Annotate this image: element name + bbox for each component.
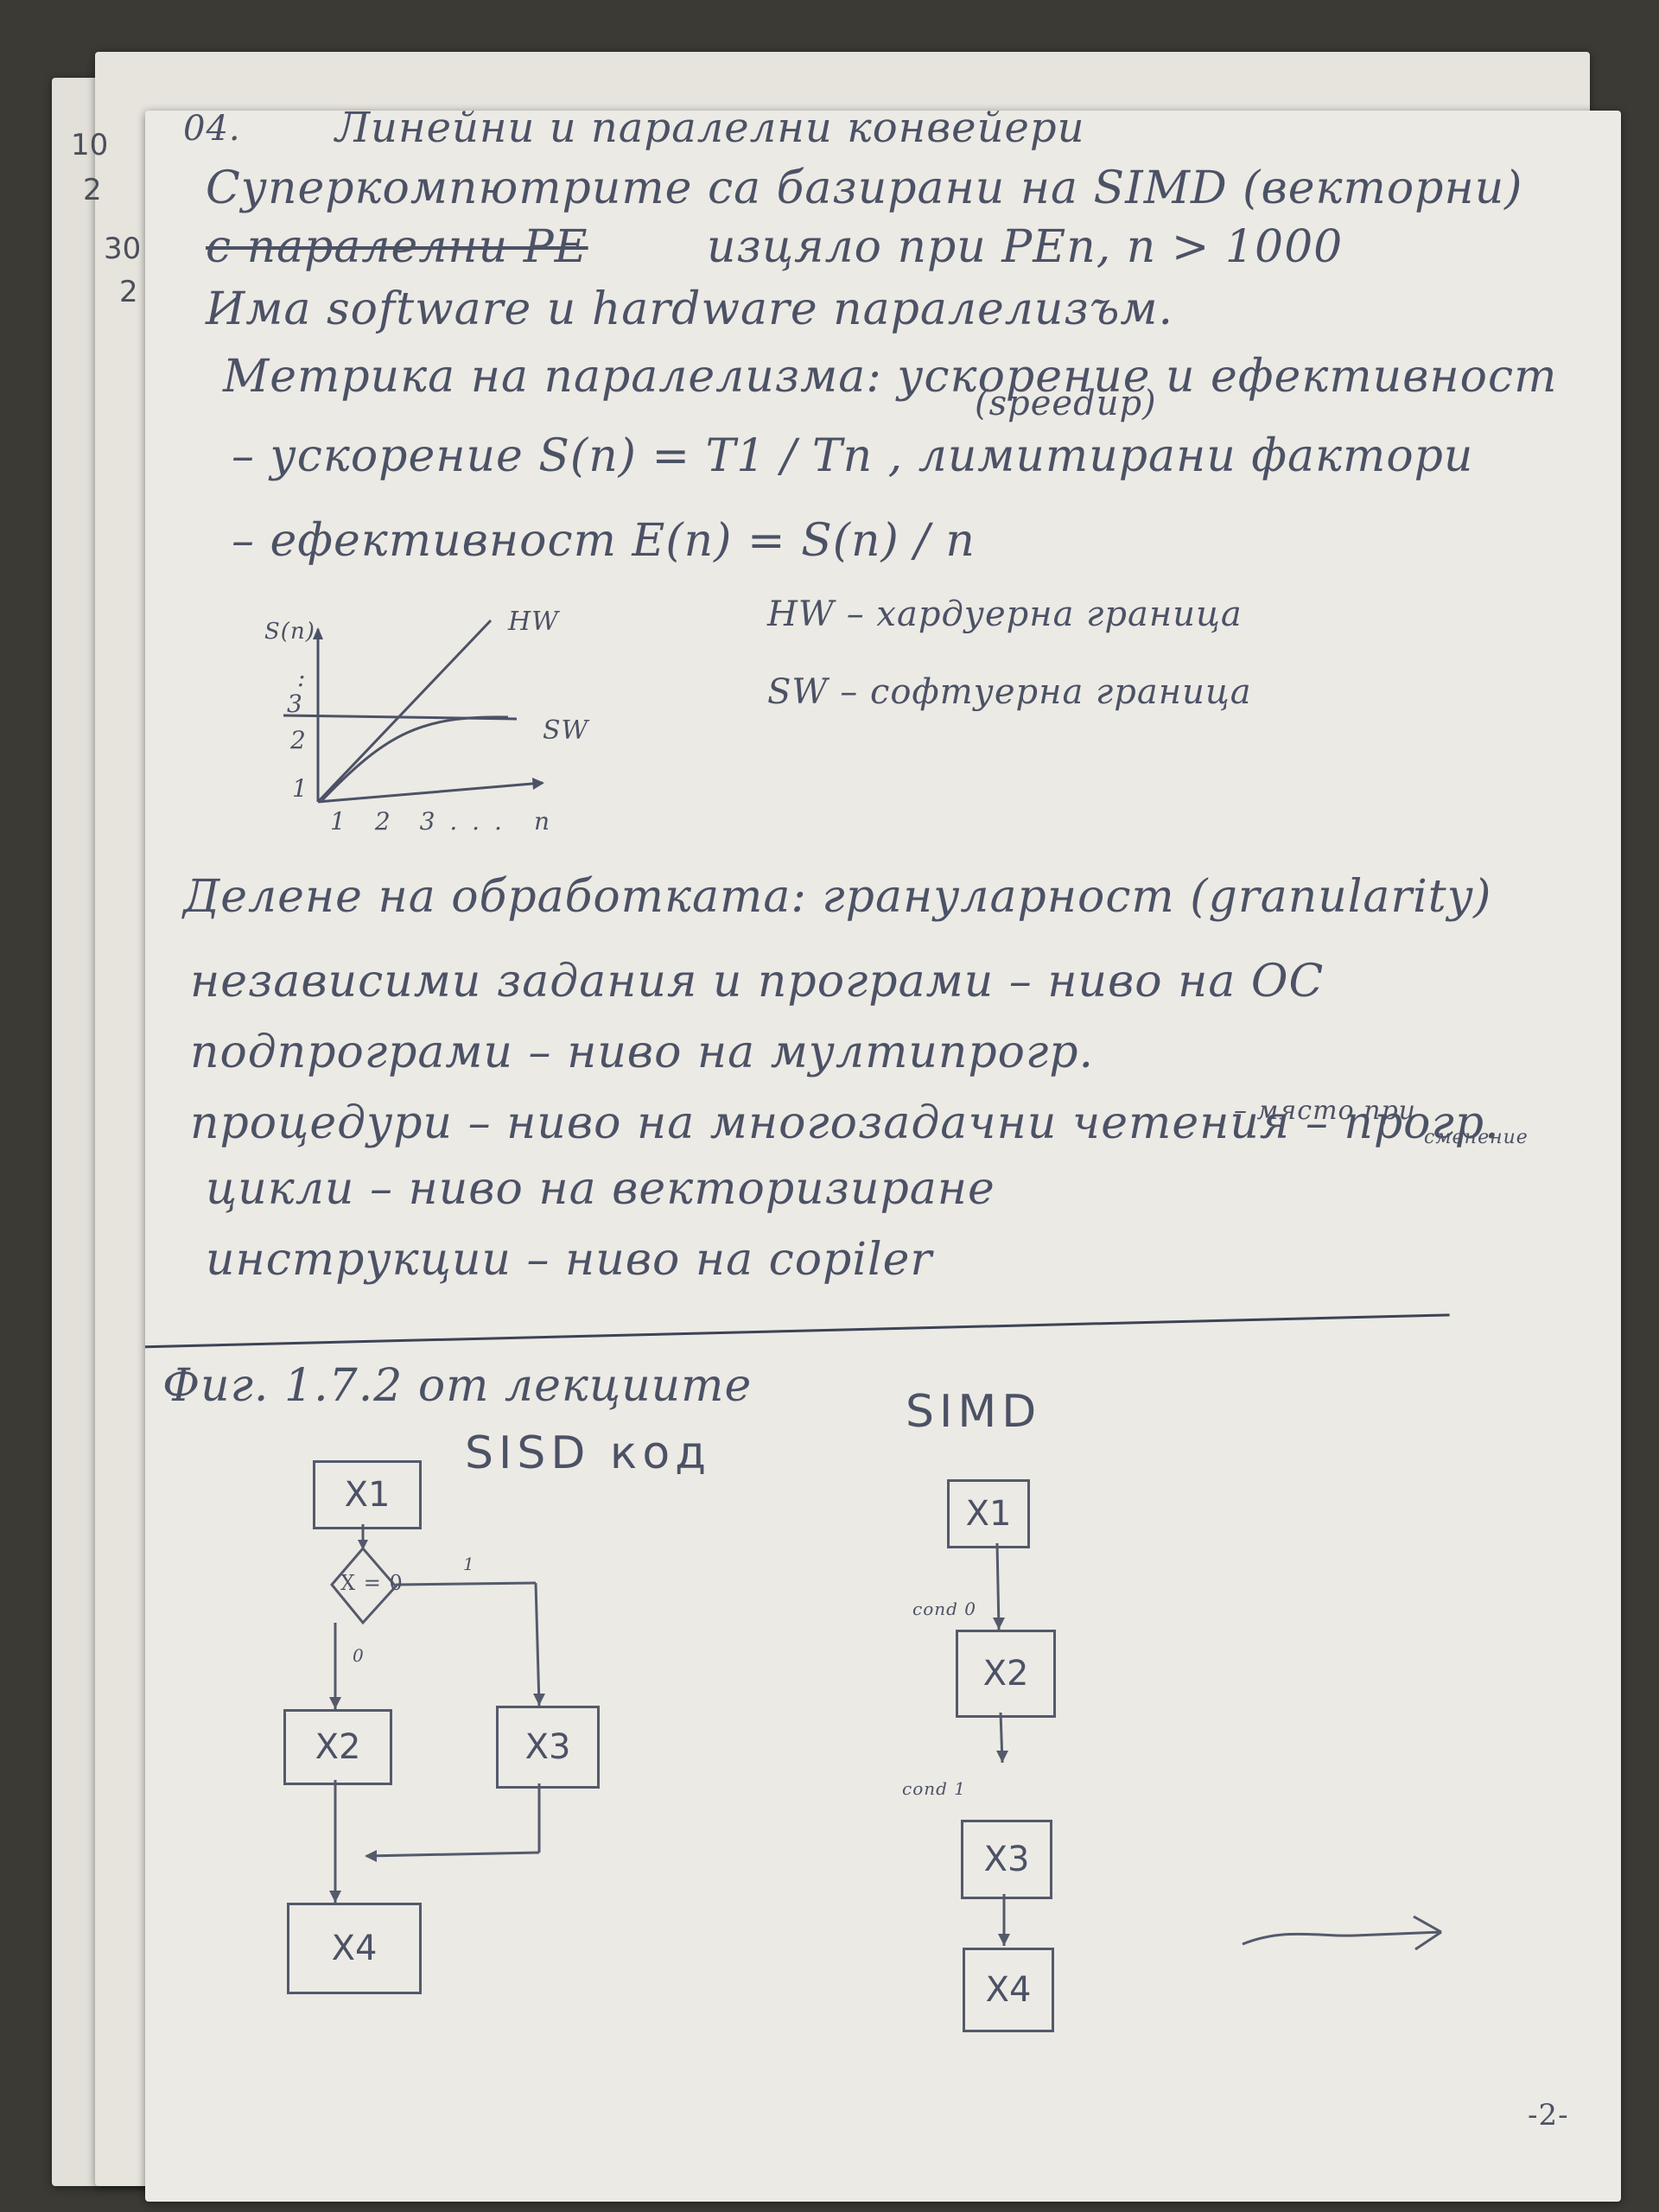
graph-y-tick: 2 [290,726,307,754]
sisd-box-x3: X3 [496,1706,600,1789]
x-axis [317,781,543,804]
graph-y-tick: 1 [292,774,308,803]
margin-note: 10 [71,128,109,162]
decision-label: X = 0 [340,1571,404,1595]
speedup-graph [283,619,544,804]
graph-y-tick: : [297,664,307,692]
decision-diamond [330,1546,398,1625]
margin-note: 2 [83,173,102,207]
y-axis-arrow [313,627,323,639]
granularity-item: цикли – ниво на векторизиране [206,1163,995,1215]
page-number: 04. [183,111,241,149]
margin-note: 30 [104,232,142,266]
branch-true-label: 1 [463,1554,475,1574]
sisd-box-x2: X2 [283,1709,392,1785]
granularity-note: сменение [1424,1127,1529,1148]
page-title: Линейни и паралелни конвейери [335,111,1085,152]
simd-box-x4: X4 [963,1948,1054,2032]
notebook-page: 04. Линейни и паралелни конвейери Суперк… [145,111,1621,2202]
note-line-struck: с паралелни PE [206,221,588,273]
note-line: Суперкомпютрите са базирани на SIMD (век… [206,162,1523,214]
note-line: (speedup) [975,384,1157,423]
note-line: Има software и hardware паралелизъм. [206,283,1174,335]
continue-arrow [1242,1930,1442,1946]
granularity-note: – място при [1234,1096,1416,1126]
footer-page-number: -2- [1528,2098,1569,2133]
note-line: Метрика на паралелизма: ускорение и ефек… [223,351,1558,403]
graph-y-tick: 3 [287,690,303,718]
x-axis-arrow [532,778,544,790]
note-line: HW – хардуерна граница [767,594,1243,634]
granularity-item: подпрограми – ниво на мултипрогр. [190,1027,1095,1078]
figure-caption: Фиг. 1.7.2 от лекциите [162,1360,753,1412]
sw-curve [321,715,509,802]
sisd-title: SISD код [465,1427,712,1479]
sisd-box-x4: X4 [287,1903,422,1994]
simd-box-x3: X3 [961,1820,1052,1899]
graph-hw-label: HW [508,607,559,637]
sisd-box-x1: X1 [313,1460,422,1529]
granularity-item: инструкции – ниво на copiler [206,1234,933,1286]
graph-sw-label: SW [543,715,589,746]
branch-false-label: 0 [353,1645,365,1666]
graph-x-label: n [534,807,551,836]
sisd-connectors [329,1524,545,1903]
simd-box-x2: X2 [956,1630,1056,1718]
note-line: изцяло при PEn, n > 1000 [707,221,1344,273]
note-line: – ускорение S(n) = T1 / Tn , лимитирани … [232,430,1474,482]
hw-line [316,619,493,804]
graph-y-label: S(n) [264,619,315,645]
simd-note: cond 1 [902,1778,967,1799]
simd-title: SIMD [906,1386,1042,1438]
note-line: – ефективност E(n) = S(n) / n [232,515,976,567]
simd-note: cond 0 [912,1599,977,1619]
simd-connectors [993,1542,1442,1951]
simd-box-x1: X1 [947,1479,1030,1548]
note-line: SW – софтуерна граница [767,672,1252,712]
section-heading: Делене на обработката: грануларност (gra… [183,871,1492,923]
graph-x-ticks: 123 . . . [330,807,505,836]
granularity-item: процедури – ниво на многозадачни четения… [190,1097,1500,1149]
granularity-item: независими задания и програми – ниво на … [190,956,1325,1007]
margin-note: 2 [119,275,138,309]
